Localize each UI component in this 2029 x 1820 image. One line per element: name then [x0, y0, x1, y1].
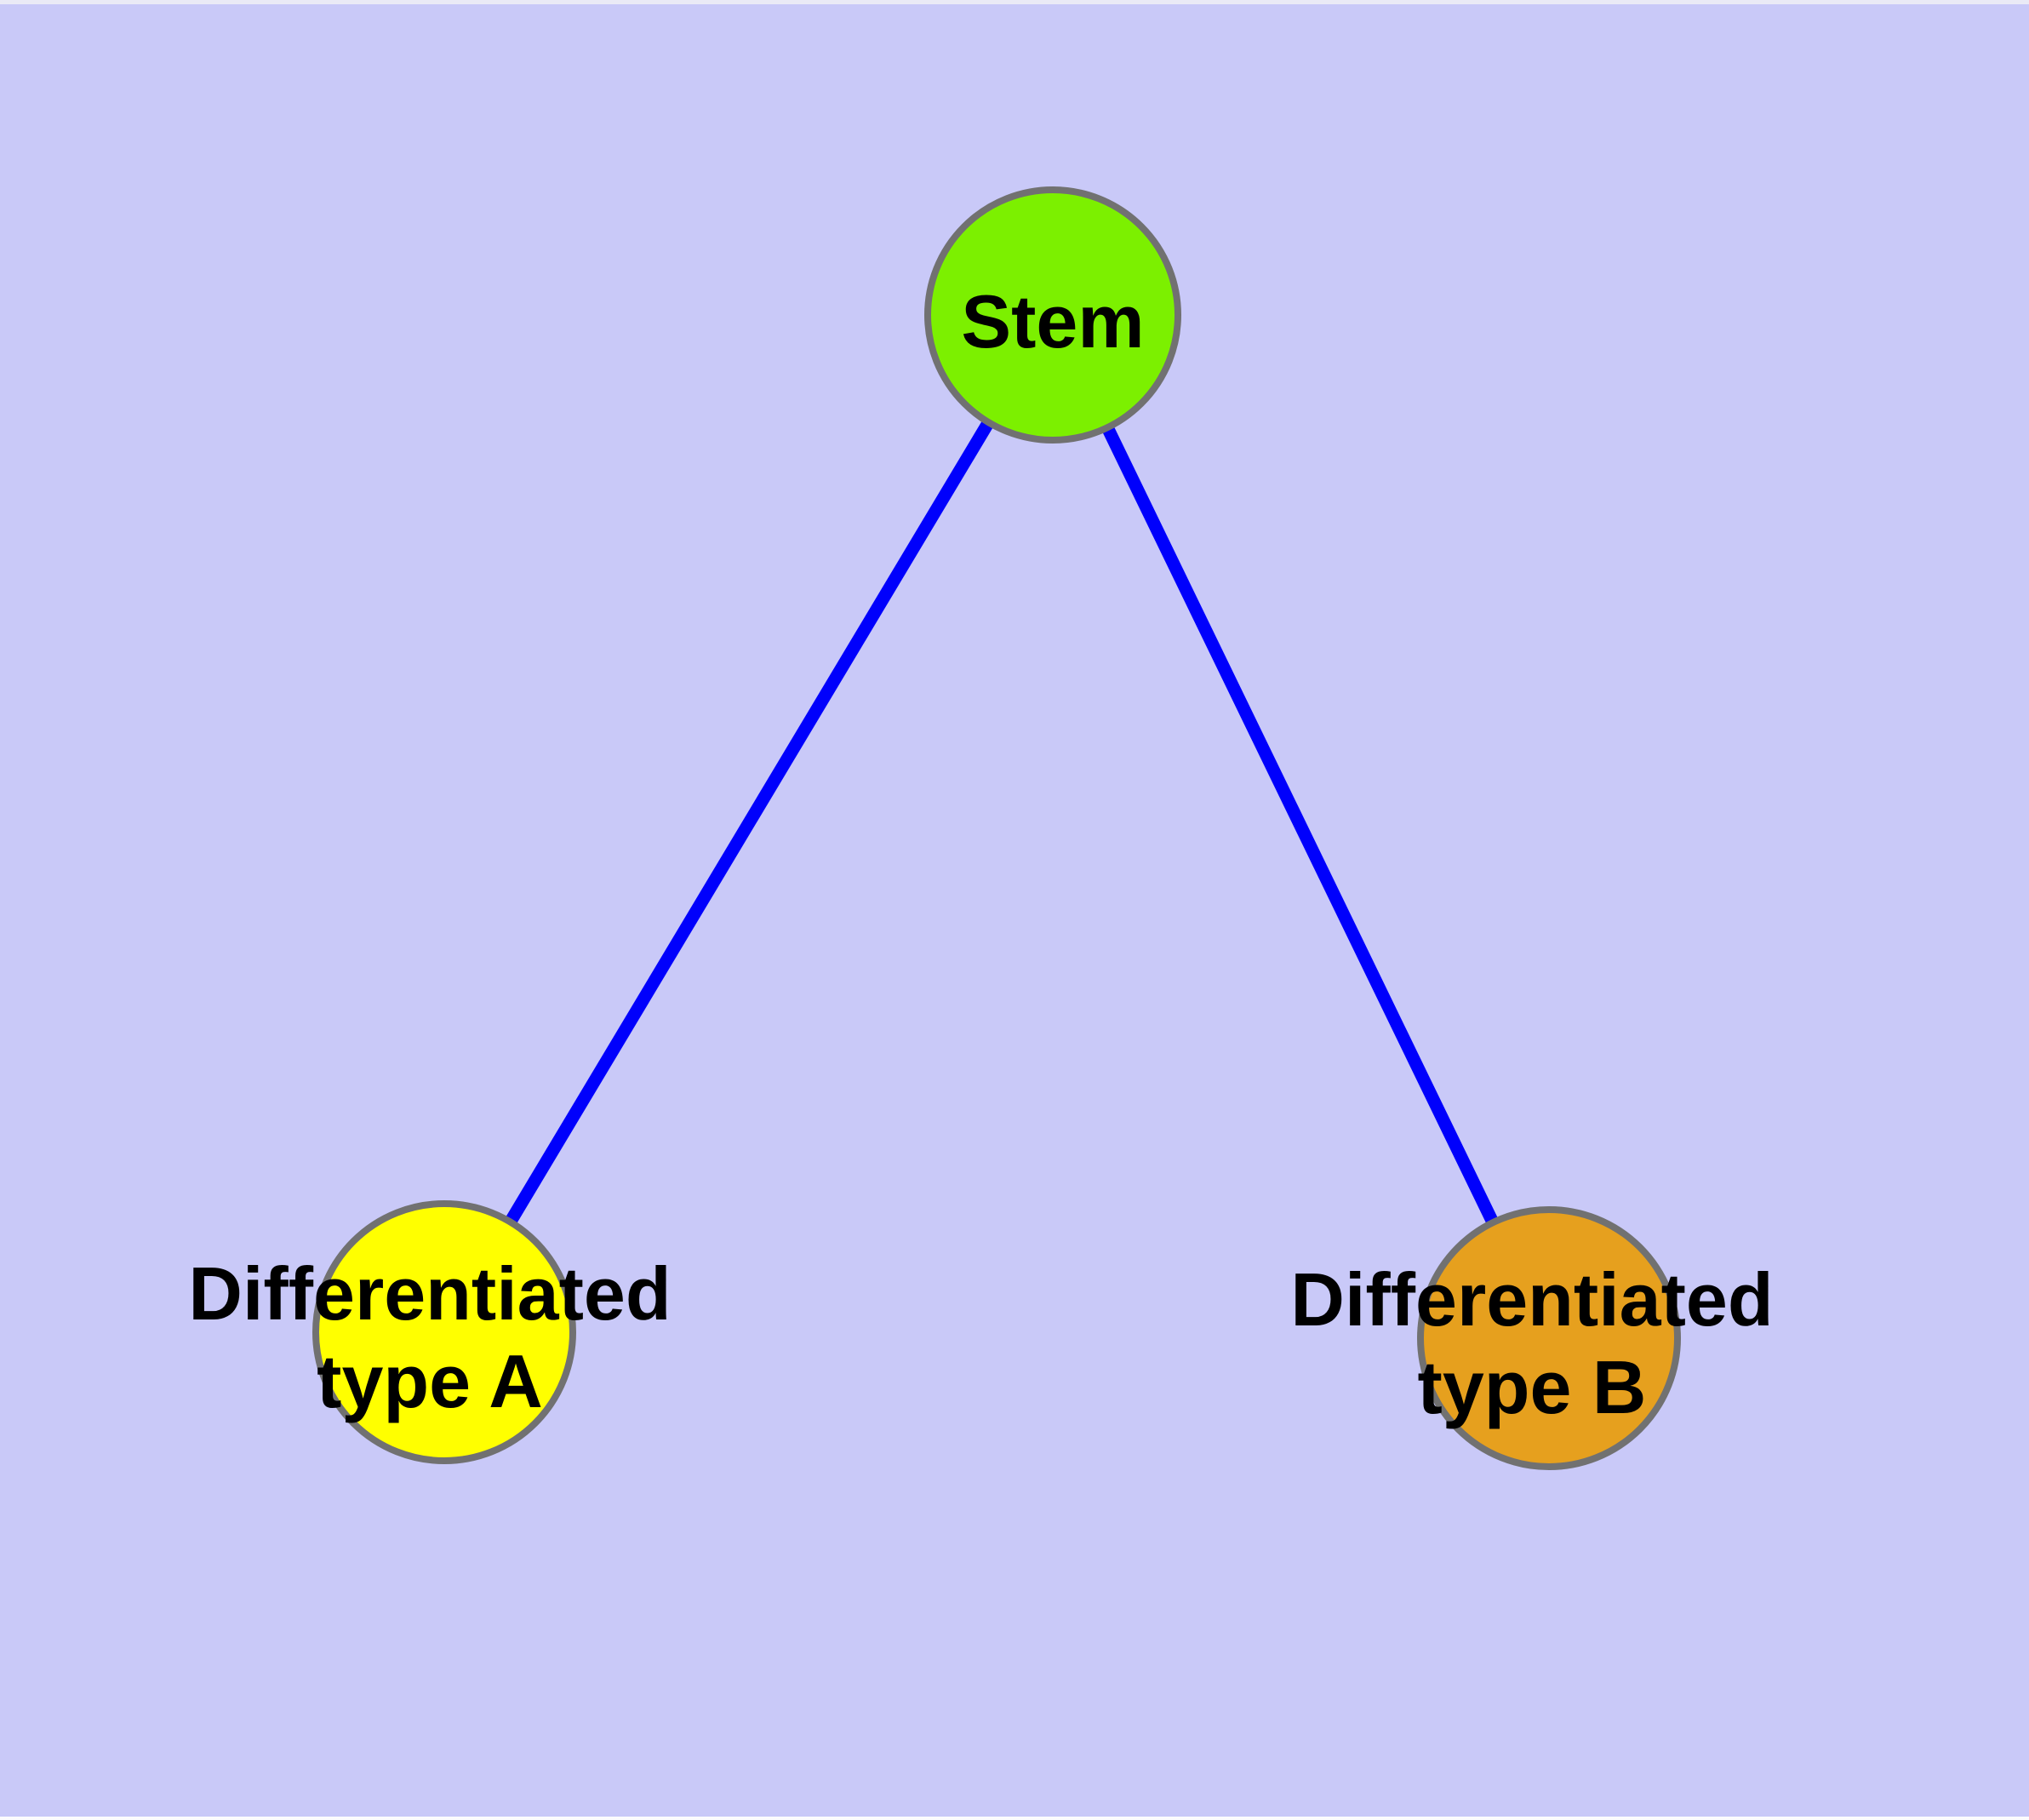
node-type-b-label-line2: type B: [1418, 1345, 1647, 1429]
node-stem-label: Stem: [961, 279, 1144, 363]
node-type-a-label-line1: Differentiated: [188, 1251, 671, 1336]
node-differentiated-type-b: [1417, 1206, 1681, 1470]
canvas-top-edge: [0, 0, 2029, 4]
edge-stem-to-type-b: [1047, 312, 1555, 1342]
node-type-b-label-line1: Differentiated: [1290, 1257, 1773, 1342]
node-differentiated-type-a: [312, 1200, 576, 1464]
node-type-a-label-line2: type A: [317, 1339, 543, 1423]
canvas-bottom-edge: [0, 1817, 2029, 1820]
edge-stem-to-type-a: [438, 312, 1059, 1336]
node-stem: [924, 186, 1181, 444]
